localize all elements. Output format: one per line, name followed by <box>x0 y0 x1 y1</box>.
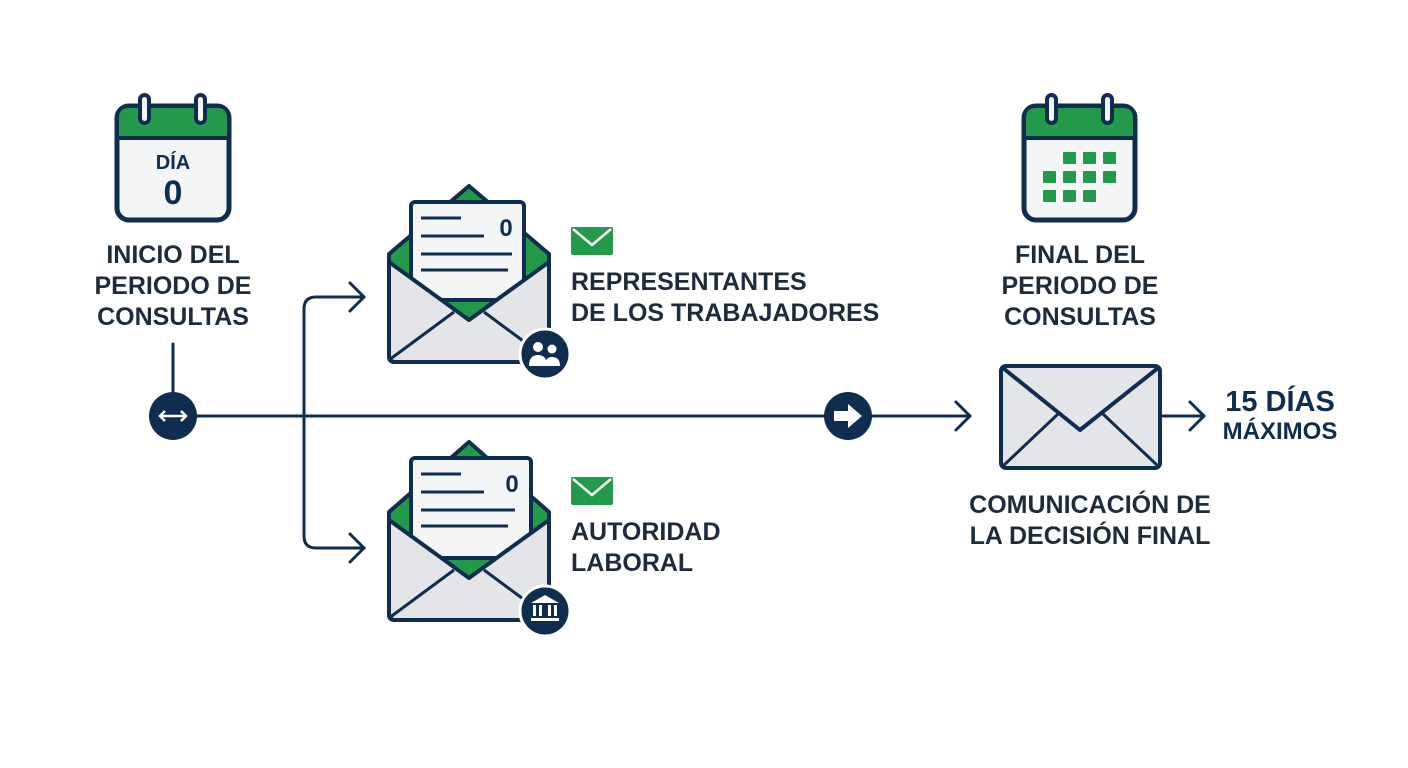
final-communication-line: LA DECISIÓN FINAL <box>969 522 1211 550</box>
recipient-name-authority: AUTORIDAD LABORAL <box>571 517 821 579</box>
right-arrow-icon <box>824 392 872 440</box>
green-mail-icon <box>571 477 613 505</box>
recipient-name-workers: REPRESENTANTES DE LOS TRABAJADORES <box>571 267 901 329</box>
recipient-name-line: REPRESENTANTES <box>571 268 807 296</box>
open-envelope-icon: 0 <box>387 184 551 364</box>
closed-envelope-icon <box>999 364 1162 470</box>
end-title-line: FINAL DEL <box>1014 241 1146 269</box>
letter-number: 0 <box>505 471 518 498</box>
double-arrow-icon <box>149 392 197 440</box>
timeline-connectors <box>171 281 1206 564</box>
people-icon <box>518 327 572 381</box>
start-title-line: PERIODO DE <box>94 272 252 300</box>
start-title-line: INICIO DEL <box>106 241 240 269</box>
bank-building-icon <box>518 584 572 638</box>
deadline-label: 15 DÍAS MÁXIMOS <box>1210 386 1350 445</box>
calendar-grid-icon <box>1021 93 1138 223</box>
final-communication-line: COMUNICACIÓN DE <box>969 491 1211 519</box>
calendar-day-icon: DÍA 0 <box>114 93 232 223</box>
open-envelope-icon: 0 <box>387 440 551 622</box>
letter-number: 0 <box>499 215 512 242</box>
end-title-line: PERIODO DE <box>1001 272 1159 300</box>
final-communication-label: COMUNICACIÓN DE LA DECISIÓN FINAL <box>960 490 1220 552</box>
end-title-line: CONSULTAS <box>1004 303 1156 331</box>
deadline-line: MÁXIMOS <box>1222 418 1338 445</box>
end-title: FINAL DEL PERIODO DE CONSULTAS <box>980 240 1180 333</box>
recipient-name-line: DE LOS TRABAJADORES <box>571 299 880 327</box>
green-mail-icon <box>571 227 613 255</box>
start-title: INICIO DEL PERIODO DE CONSULTAS <box>73 240 273 333</box>
recipient-name-line: LABORAL <box>571 549 694 577</box>
recipient-name-line: AUTORIDAD <box>571 518 721 546</box>
deadline-line: 15 DÍAS <box>1225 386 1335 418</box>
start-title-line: CONSULTAS <box>97 303 249 331</box>
calendar-day-number: 0 <box>164 174 183 212</box>
calendar-day-label: DÍA <box>156 151 190 174</box>
